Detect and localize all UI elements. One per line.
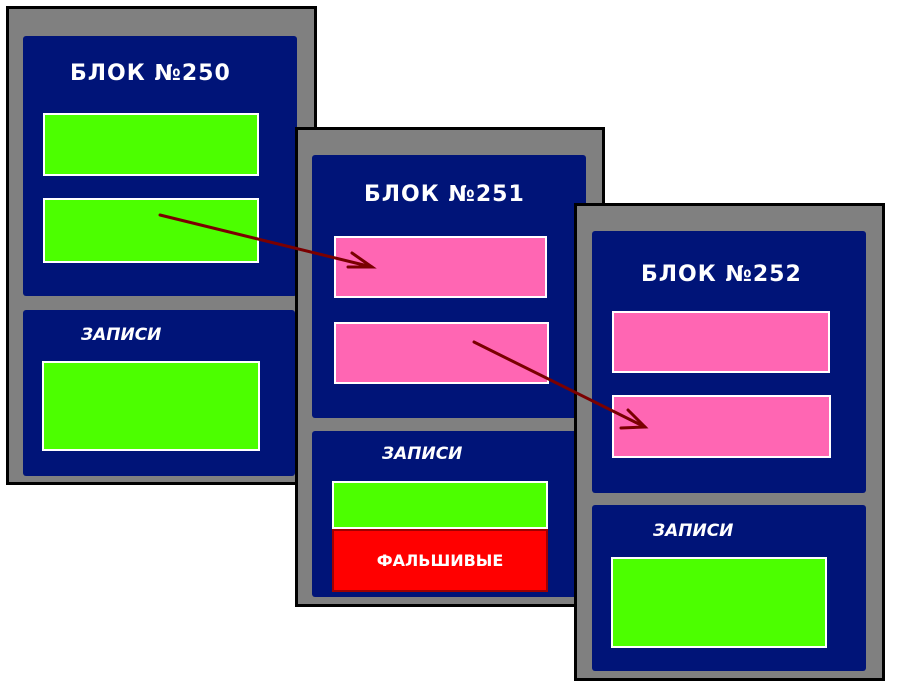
block-250-record xyxy=(42,361,260,451)
block-252-title: БЛОК №252 xyxy=(641,262,802,287)
block-251-title: БЛОК №251 xyxy=(364,182,525,207)
block-250-hash-field-1 xyxy=(43,113,259,176)
block-250-records-label: ЗАПИСИ xyxy=(81,325,162,345)
block-251-hash-field-1 xyxy=(334,236,547,298)
block-250-hash-field-2 xyxy=(43,198,259,263)
block-252-hash-field-1 xyxy=(612,311,830,373)
block-251-record xyxy=(332,481,548,529)
block-252-records-label: ЗАПИСИ xyxy=(653,521,734,541)
block-251-records-label: ЗАПИСИ xyxy=(382,444,463,464)
block-252-record xyxy=(611,557,827,648)
block-250-title: БЛОК №250 xyxy=(70,61,231,86)
block-252-hash-field-2 xyxy=(612,395,831,458)
block-251-hash-field-2 xyxy=(334,322,549,384)
block-251-fake-record: ФАЛЬШИВЫЕ xyxy=(332,529,548,592)
